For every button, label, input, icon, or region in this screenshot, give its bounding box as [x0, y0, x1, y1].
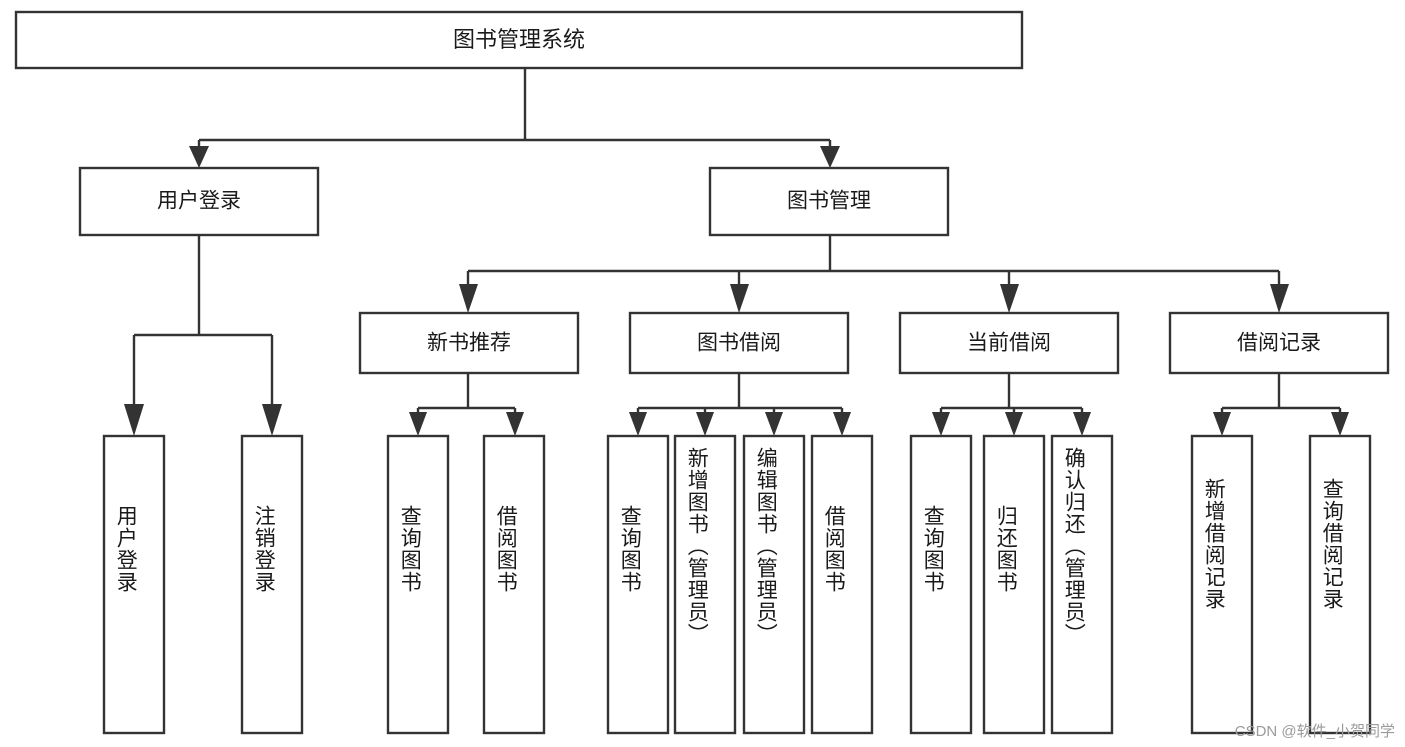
leaf-box-return-book[interactable] [982, 434, 1046, 735]
arrow-head-leaf-user-logout [262, 404, 282, 436]
node-book-management-label: 图书管理 [787, 190, 871, 213]
arrow-head-current-borrow [1000, 284, 1019, 313]
node-borrow-record[interactable]: 借阅记录 [1168, 311, 1390, 375]
node-current-borrow-box[interactable] [898, 311, 1120, 375]
node-book-management[interactable]: 图书管理 [708, 166, 950, 237]
node-root-box[interactable] [14, 10, 1024, 70]
arrow-head-leaf-query-record [1331, 412, 1349, 436]
node-new-book-recommend-label: 新书推荐 [427, 332, 511, 355]
arrow-head-leaf-borrow-book-1 [506, 412, 524, 436]
node-user-login-label: 用户登录 [157, 190, 241, 213]
connector-group-book-management [459, 235, 1289, 313]
connector-group-current-borrow [932, 373, 1091, 436]
arrow-head-leaf-borrow-book-2 [833, 412, 851, 436]
leaf-box-add-book[interactable] [673, 434, 737, 735]
node-current-borrow[interactable]: 当前借阅 [898, 311, 1120, 375]
arrow-head-leaf-query-book-3 [932, 412, 950, 436]
node-book-borrow-box[interactable] [628, 311, 850, 375]
leaf-box-borrow-book-1[interactable] [482, 434, 546, 735]
node-current-borrow-label: 当前借阅 [967, 332, 1051, 355]
arrow-head-leaf-query-book-1 [409, 412, 427, 436]
arrow-head-leaf-query-book-2 [629, 412, 647, 436]
leaf-box-query-book-2[interactable] [606, 434, 670, 735]
arrow-head-new-book-recommend [459, 284, 478, 313]
leaf-box-query-book-1[interactable] [386, 434, 450, 735]
leaf-box-user-login[interactable] [102, 434, 166, 735]
arrow-head-user-login [189, 146, 209, 168]
node-book-borrow-label: 图书借阅 [697, 332, 781, 355]
arrow-head-book-borrow [730, 284, 749, 313]
leaf-box-borrow-book-2[interactable] [810, 434, 874, 735]
arrow-head-leaf-return-book [1005, 412, 1023, 436]
arrow-head-book-management [820, 146, 840, 168]
leaf-boxes [102, 434, 1372, 735]
leaf-box-query-record[interactable] [1308, 434, 1372, 735]
node-root[interactable]: 图书管理系统 [14, 10, 1024, 70]
node-user-login[interactable]: 用户登录 [78, 166, 320, 237]
leaf-box-add-record[interactable] [1190, 434, 1254, 735]
leaf-box-confirm-return[interactable] [1050, 434, 1114, 735]
arrow-head-leaf-add-book [696, 412, 714, 436]
arrow-head-leaf-edit-book [765, 412, 783, 436]
watermark-text: CSDN @软件_小贺同学 [1234, 723, 1395, 740]
leaf-box-edit-book[interactable] [742, 434, 806, 735]
node-user-login-box[interactable] [78, 166, 320, 237]
arrow-head-leaf-user-login [124, 404, 144, 436]
connector-group-root [189, 68, 840, 168]
connector-group-user-login [124, 235, 282, 436]
leaf-box-query-book-3[interactable] [909, 434, 973, 735]
connector-group-new-book-recommend [409, 373, 524, 436]
leaf-box-user-logout[interactable] [240, 434, 304, 735]
arrow-head-borrow-record [1270, 284, 1289, 313]
connector-group-book-borrow [629, 373, 851, 436]
connector-group-borrow-record [1213, 373, 1349, 436]
arrow-head-leaf-confirm-return [1073, 412, 1091, 436]
node-borrow-record-label: 借阅记录 [1237, 332, 1321, 355]
node-book-borrow[interactable]: 图书借阅 [628, 311, 850, 375]
node-new-book-recommend[interactable]: 新书推荐 [358, 311, 580, 375]
node-root-label: 图书管理系统 [453, 27, 585, 52]
node-borrow-record-box[interactable] [1168, 311, 1390, 375]
node-new-book-recommend-box[interactable] [358, 311, 580, 375]
arrow-head-leaf-add-record [1213, 412, 1231, 436]
node-book-management-box[interactable] [708, 166, 950, 237]
